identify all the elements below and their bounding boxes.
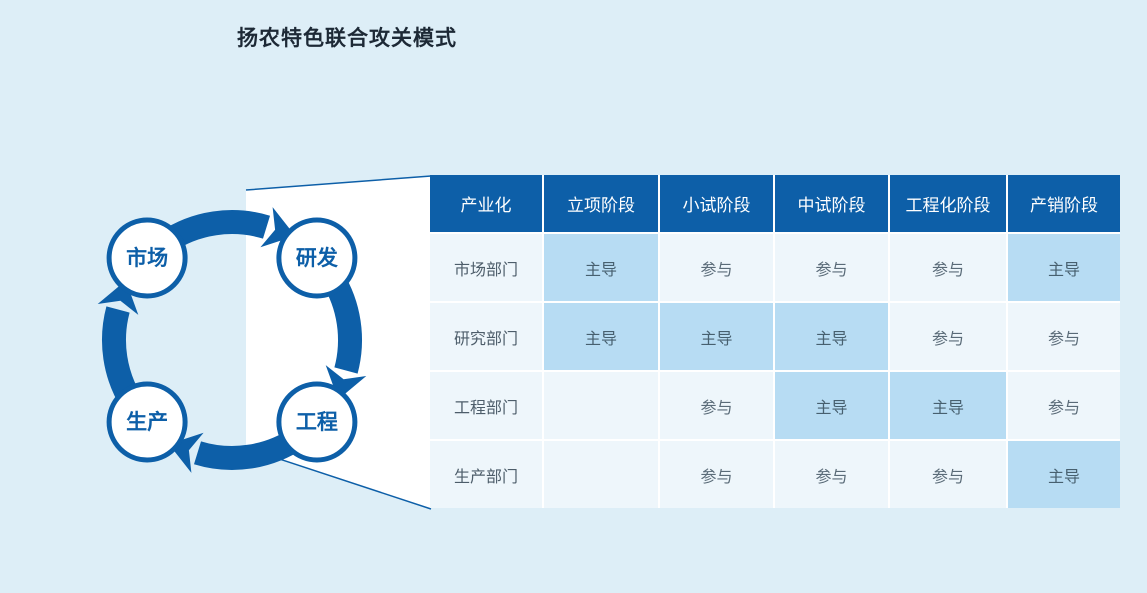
table-cell: 参与: [660, 372, 773, 439]
table-cell: 参与: [1008, 303, 1120, 370]
cycle-node-circle: [276, 381, 358, 463]
table-cell: 主导: [544, 303, 658, 370]
cycle-node-circle: [106, 381, 188, 463]
row-label-cell: 研究部门: [430, 303, 542, 370]
header-cell: 工程化阶段: [890, 175, 1006, 232]
table-cell: 参与: [775, 441, 888, 508]
table-cell: 主导: [775, 372, 888, 439]
header-cell: 小试阶段: [660, 175, 773, 232]
table-cell: 主导: [1008, 234, 1120, 301]
table-cell: 参与: [890, 441, 1006, 508]
cycle-node-label: 生产: [126, 410, 168, 434]
phase-table-grid: 产业化立项阶段小试阶段中试阶段工程化阶段产销阶段市场部门主导参与参与参与主导研究…: [430, 175, 1120, 508]
cycle-node-circle: [276, 217, 358, 299]
table-cell: 参与: [1008, 372, 1120, 439]
row-label-cell: 工程部门: [430, 372, 542, 439]
table-cell: 主导: [775, 303, 888, 370]
table-cell: 参与: [660, 234, 773, 301]
table-cell: 主导: [890, 372, 1006, 439]
header-cell: 产业化: [430, 175, 542, 232]
phase-table: 产业化立项阶段小试阶段中试阶段工程化阶段产销阶段市场部门主导参与参与参与主导研究…: [430, 175, 1120, 508]
cycle-node-label: 研发: [296, 246, 339, 270]
header-cell: 中试阶段: [775, 175, 888, 232]
cycle-node-circle: [106, 217, 188, 299]
table-cell: 主导: [1008, 441, 1120, 508]
header-cell: 立项阶段: [544, 175, 658, 232]
table-cell: 主导: [544, 234, 658, 301]
table-cell: 参与: [775, 234, 888, 301]
cycle-node-label: 工程: [296, 411, 338, 434]
header-cell: 产销阶段: [1008, 175, 1120, 232]
page-title: 扬农特色联合攻关模式: [237, 27, 457, 50]
table-cell: 参与: [890, 234, 1006, 301]
table-cell: 主导: [660, 303, 773, 370]
table-cell: 参与: [660, 441, 773, 508]
row-label-cell: 生产部门: [430, 441, 542, 508]
row-label-cell: 市场部门: [430, 234, 542, 301]
table-cell: [544, 372, 658, 439]
cycle-node-label: 市场: [126, 246, 168, 270]
table-cell: 参与: [890, 303, 1006, 370]
table-cell: [544, 441, 658, 508]
